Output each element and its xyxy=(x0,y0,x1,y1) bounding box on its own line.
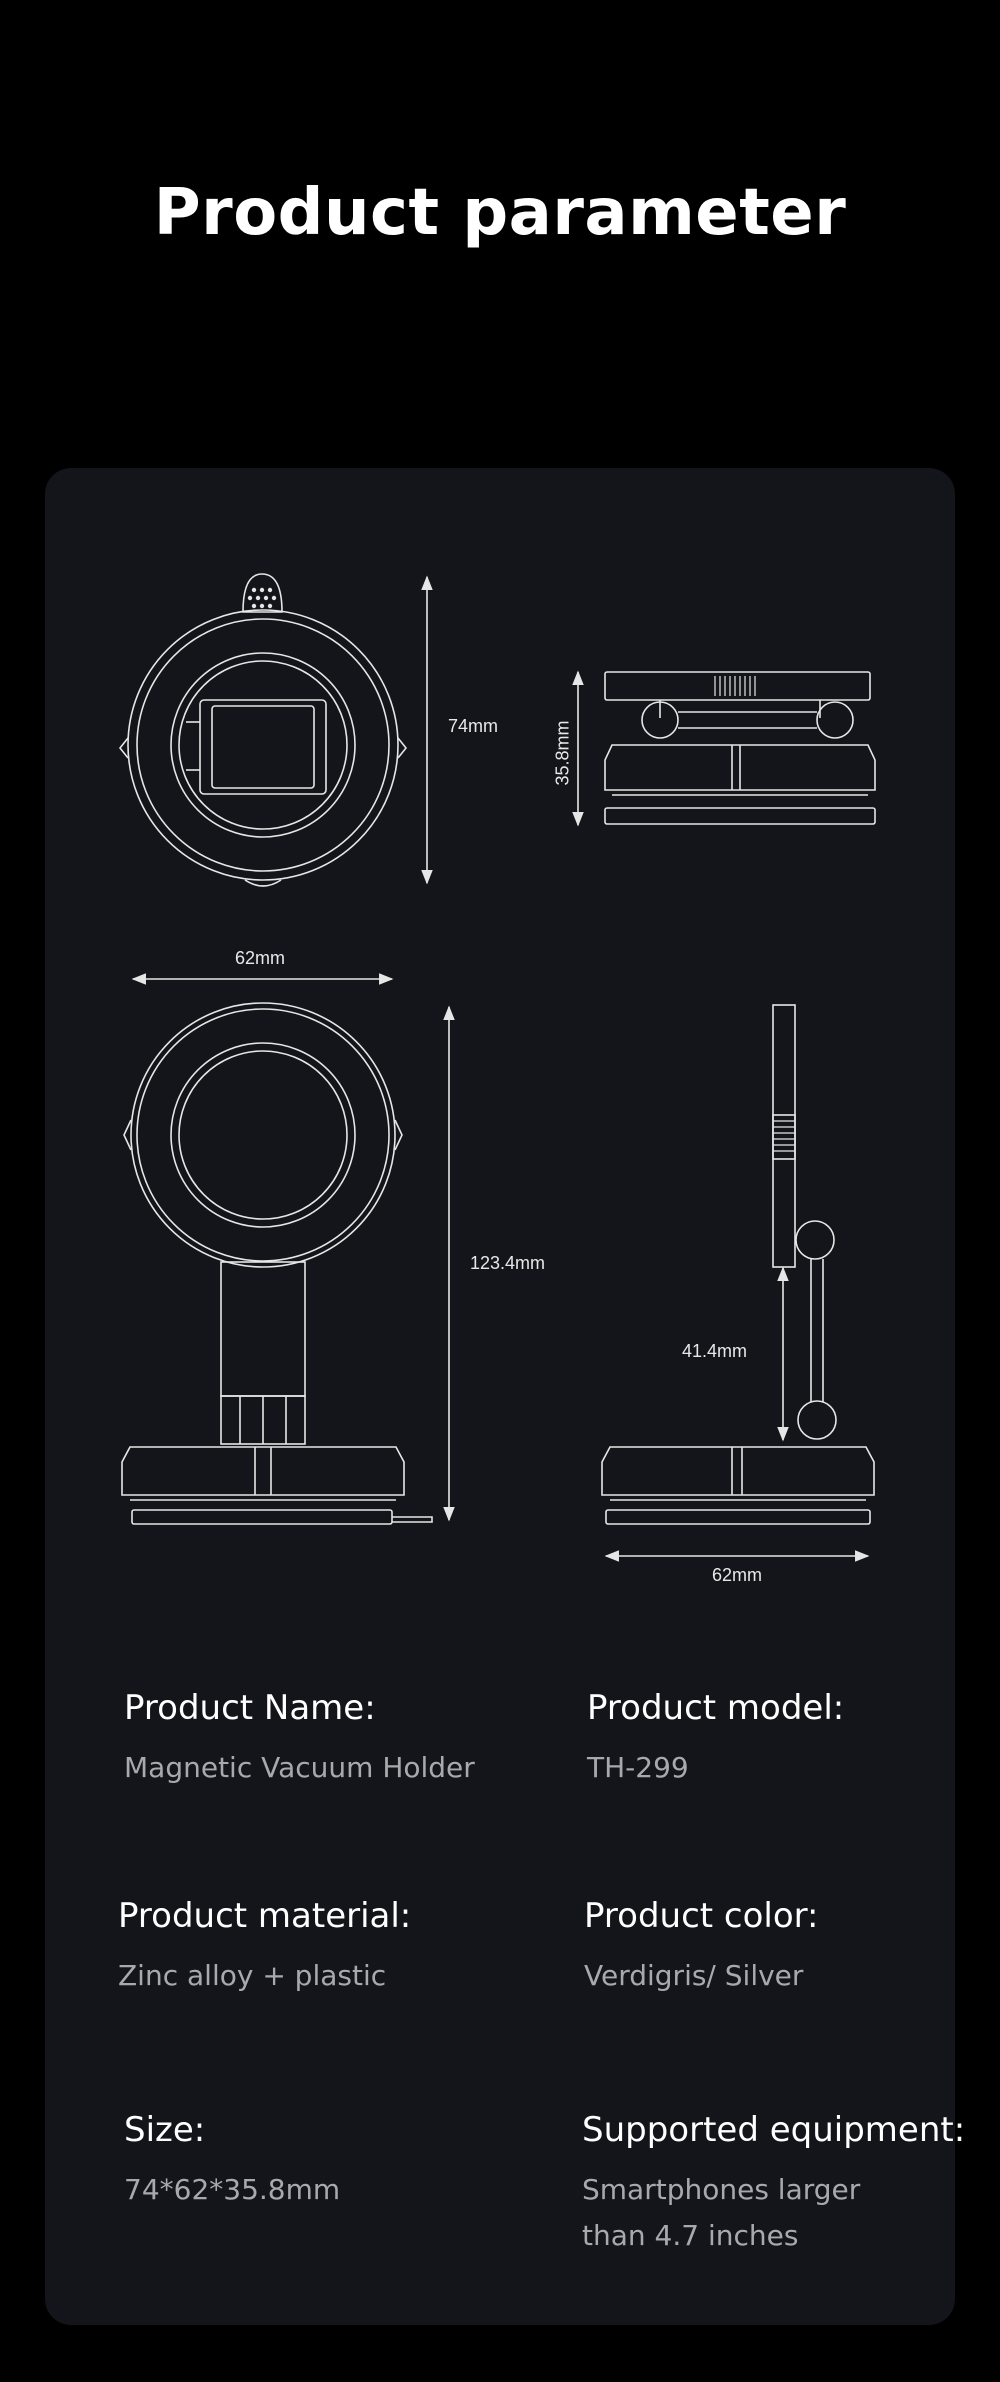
front-view-drawing xyxy=(121,1002,433,1525)
top-view-drawing xyxy=(118,573,408,887)
spec-size: Size: 74*62*35.8mm xyxy=(124,2110,340,2213)
dim-label-123-4: 123.4mm xyxy=(470,1253,546,1273)
spec-label: Product material: xyxy=(118,1896,412,1936)
spec-value: Smartphones larger than 4.7 inches xyxy=(582,2167,965,2259)
spec-label: Size: xyxy=(124,2110,206,2150)
side-view-drawing xyxy=(604,671,876,825)
spec-product-material: Product material: Zinc alloy + plastic xyxy=(118,1896,411,1999)
spec-value: Zinc alloy + plastic xyxy=(118,1958,387,1992)
dim-label-62-side: 62mm xyxy=(712,1565,763,1585)
spec-value-line: Smartphones larger xyxy=(582,2172,861,2206)
spec-product-model: Product model: TH-299 xyxy=(587,1688,844,1791)
spec-value: TH-299 xyxy=(587,1750,689,1784)
spec-value: Verdigris/ Silver xyxy=(584,1958,804,1992)
dim-label-74: 74mm xyxy=(448,716,499,736)
side-extended-drawing xyxy=(601,1004,875,1525)
spec-value: Magnetic Vacuum Holder xyxy=(124,1750,475,1784)
spec-product-color: Product color: Verdigris/ Silver xyxy=(584,1896,818,1999)
technical-drawings xyxy=(118,573,876,1562)
spec-label: Product color: xyxy=(584,1896,819,1936)
spec-value: 74*62*35.8mm xyxy=(124,2172,341,2206)
page-title: Product parameter xyxy=(153,176,847,250)
dim-label-35-8: 35.8mm xyxy=(552,720,573,786)
spec-panel xyxy=(45,468,955,2325)
spec-supported-equipment: Supported equipment: Smartphones larger … xyxy=(582,2110,965,2259)
dim-label-62-front: 62mm xyxy=(235,948,286,968)
spec-value-line: than 4.7 inches xyxy=(582,2218,799,2252)
spec-label: Product model: xyxy=(587,1688,845,1728)
dim-label-41-4: 41.4mm xyxy=(682,1341,748,1361)
spec-label: Supported equipment: xyxy=(582,2110,966,2150)
spec-product-name: Product Name: Magnetic Vacuum Holder xyxy=(124,1688,475,1791)
spec-label: Product Name: xyxy=(124,1688,376,1728)
